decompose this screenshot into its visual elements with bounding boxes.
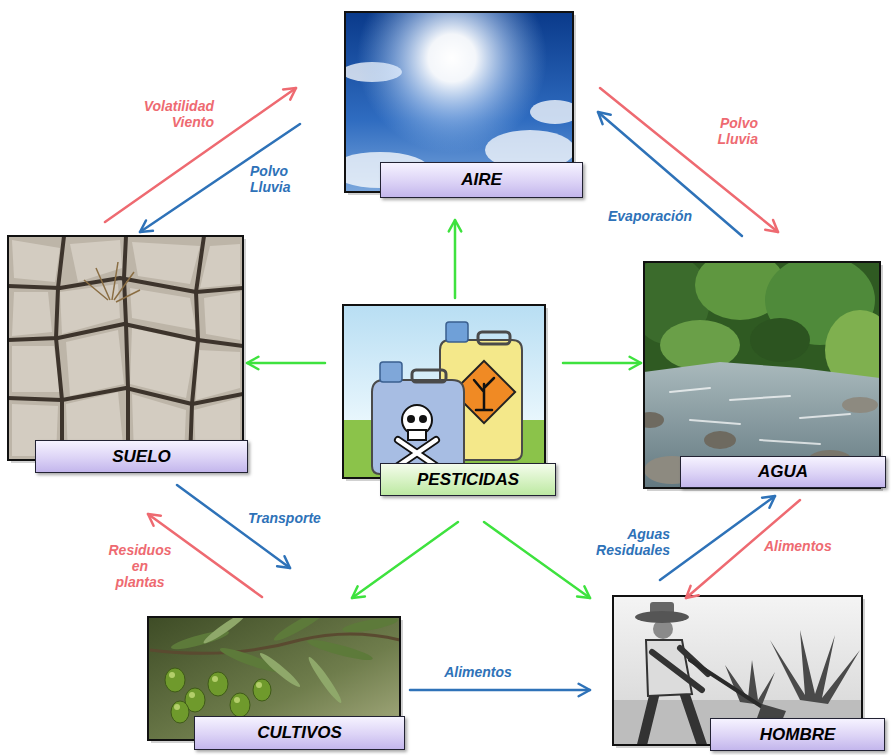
arrow-head	[277, 556, 290, 568]
node-label: AGUA	[680, 456, 886, 488]
connector-arrow	[352, 522, 458, 598]
arrow-head	[449, 220, 461, 231]
edge-label: Alimentos	[442, 664, 514, 680]
image-node: PESTICIDAS	[343, 305, 545, 478]
arrow-head	[686, 586, 699, 598]
connector-line	[660, 496, 775, 580]
arrow-head	[762, 496, 775, 508]
arrow-head	[630, 357, 641, 369]
connector-arrow	[177, 485, 290, 568]
arrow-head	[283, 88, 296, 100]
connector-arrow	[449, 220, 461, 298]
connector-arrow	[247, 357, 325, 369]
arrow-head	[765, 220, 778, 232]
connector-line	[563, 362, 641, 365]
arrow-head	[148, 514, 161, 526]
arrow-head	[140, 220, 153, 232]
edge-label: Volatilidad Viento	[142, 98, 216, 130]
connector-line	[454, 220, 457, 298]
image-node: AGUA	[644, 262, 880, 488]
edge-label: Transporte	[246, 510, 323, 526]
connector-line	[105, 88, 296, 222]
node-label: HOMBRE	[710, 718, 885, 751]
image-node: HOMBRE	[613, 596, 862, 745]
connector-arrow	[563, 357, 641, 369]
connector-line	[177, 485, 290, 568]
edge-label: Polvo Lluvia	[248, 163, 292, 195]
edge-label: Residuos en plantas	[106, 542, 173, 590]
connector-line	[484, 522, 590, 598]
connector-arrow	[410, 684, 590, 696]
connector-line	[247, 362, 325, 365]
connector-arrow	[660, 496, 775, 580]
connector-arrow	[484, 522, 590, 598]
node-label: PESTICIDAS	[380, 463, 556, 496]
image-node: CULTIVOS	[148, 617, 400, 740]
node-label: SUELO	[35, 440, 248, 473]
arrow-head	[577, 586, 590, 598]
connector-line	[352, 522, 458, 598]
connector-arrow	[140, 124, 300, 232]
edge-label: Alimentos	[762, 538, 834, 554]
connector-line	[410, 689, 590, 692]
edge-label: Aguas Residuales	[594, 526, 672, 558]
image-node: AIRE	[345, 12, 573, 192]
edge-label: Polvo Lluvia	[716, 115, 760, 147]
node-label: CULTIVOS	[194, 716, 405, 750]
arrow-head	[579, 684, 590, 696]
edge-label: Evaporación	[606, 208, 694, 224]
arrow-head	[247, 357, 258, 369]
connector-line	[600, 88, 778, 232]
arrow-head	[598, 112, 611, 124]
image-node: SUELO	[8, 236, 243, 460]
arrow-head	[352, 586, 365, 598]
node-label: AIRE	[380, 162, 583, 198]
connector-arrow	[105, 88, 296, 222]
connector-arrow	[600, 88, 778, 232]
connector-line	[140, 124, 300, 232]
